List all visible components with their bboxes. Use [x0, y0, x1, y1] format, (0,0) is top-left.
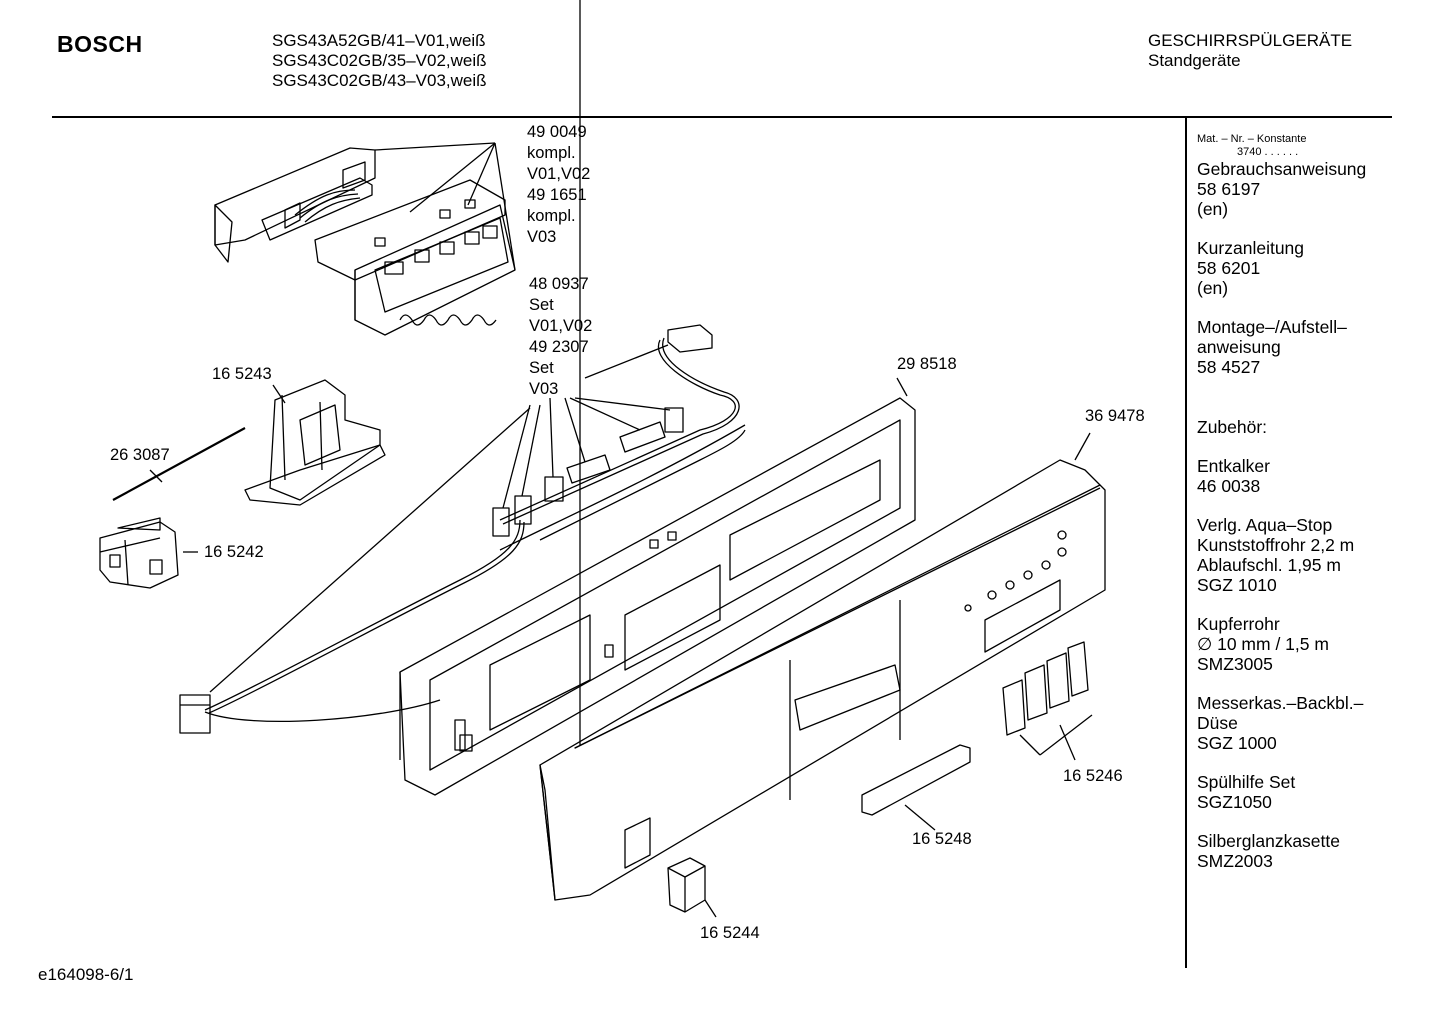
sidebar-line: Düse	[1197, 713, 1238, 733]
category-title: GESCHIRRSPÜLGERÄTE	[1148, 31, 1353, 50]
sidebar-line: SGZ1050	[1197, 792, 1272, 812]
sidebar-block-silvercassette: Silberglanzkasette SMZ2003	[1197, 831, 1427, 871]
part-165242	[99, 517, 179, 589]
model-list: SGS43A52GB/41–V01,weiß SGS43C02GB/35–V02…	[272, 31, 487, 91]
callout-line: kompl.	[527, 207, 576, 225]
sidebar-documentation: Mat. – Nr. – Konstante 3740 . . . . . . …	[1197, 132, 1427, 890]
brand-logo: BOSCH	[57, 31, 143, 57]
drawing-id: e164098-6/1	[38, 965, 134, 984]
callout-line: Set	[529, 296, 554, 314]
sidebar-line: Messerkas.–Backbl.–	[1197, 693, 1364, 713]
sidebar-line: SGZ 1010	[1197, 575, 1277, 595]
callout-line: V01,V02	[527, 165, 591, 183]
category-subtitle: Standgeräte	[1148, 51, 1241, 70]
sidebar-line: 58 6201	[1197, 258, 1261, 278]
callout-line: Set	[529, 359, 554, 377]
sidebar-block-install: Montage–/Aufstell– anweisung 58 4527	[1197, 317, 1427, 377]
cable-harness-part	[179, 324, 746, 734]
sidebar-line: (en)	[1197, 199, 1229, 219]
sidebar-block-rinseaid: Spülhilfe Set SGZ1050	[1197, 772, 1427, 812]
mat-number-header: Mat. – Nr. – Konstante	[1197, 133, 1307, 145]
model-line: SGS43A52GB/41–V01,weiß	[272, 31, 486, 50]
sidebar-line: Silberglanzkasette	[1197, 831, 1340, 851]
sidebar-line: Spülhilfe Set	[1197, 772, 1296, 792]
sidebar-line: 46 0038	[1197, 476, 1261, 496]
part-label-298518: 29 8518	[897, 355, 957, 373]
sidebar-line: 58 4527	[1197, 357, 1261, 377]
sidebar-block-manual: Gebrauchsanweisung 58 6197 (en)	[1197, 159, 1427, 219]
part-298518-frame	[399, 397, 916, 796]
sidebar-block-nozzle: Messerkas.–Backbl.– Düse SGZ 1000	[1197, 693, 1427, 753]
callout-module: 49 0049 kompl. V01,V02 49 1651 kompl. V0…	[527, 122, 590, 248]
sidebar-line: Gebrauchsanweisung	[1197, 159, 1367, 179]
sidebar-block-aquastop: Verlg. Aqua–Stop Kunststoffrohr 2,2 m Ab…	[1197, 515, 1427, 595]
sidebar-line: 58 6197	[1197, 179, 1261, 199]
part-label-263087: 26 3087	[110, 446, 170, 464]
part-label-165246: 16 5246	[1063, 767, 1123, 785]
callout-line: kompl.	[527, 144, 576, 162]
part-label-165242: 16 5242	[204, 543, 264, 561]
sidebar-line: SGZ 1000	[1197, 733, 1277, 753]
sidebar-line: Kunststoffrohr 2,2 m	[1197, 535, 1355, 555]
part-label-165244: 16 5244	[700, 924, 760, 942]
part-369478-facia	[539, 0, 1106, 901]
callout-line: V03	[527, 228, 557, 246]
callout-line: 49 1651	[527, 186, 587, 204]
category-block: GESCHIRRSPÜLGERÄTE Standgeräte	[1148, 31, 1352, 71]
electronic-module-part	[214, 147, 516, 336]
sidebar-block-copperpipe: Kupferrohr ∅ 10 mm / 1,5 m SMZ3005	[1197, 614, 1427, 674]
sidebar-line: Kupferrohr	[1197, 614, 1280, 634]
part-label-165243: 16 5243	[212, 365, 272, 383]
sidebar-line: SMZ3005	[1197, 654, 1273, 674]
sidebar-line: Kurzanleitung	[1197, 238, 1305, 258]
sidebar-line: Zubehör:	[1197, 417, 1268, 437]
sidebar-line: SMZ2003	[1197, 851, 1273, 871]
callout-line: V01,V02	[529, 317, 593, 335]
mat-number-constant: 3740 . . . . . .	[1237, 146, 1299, 158]
sidebar-block-accessories: Zubehör:	[1197, 417, 1427, 437]
sidebar-line: Montage–/Aufstell–	[1197, 317, 1347, 337]
model-line: SGS43C02GB/35–V02,weiß	[272, 51, 487, 70]
part-165243	[244, 379, 386, 506]
callout-line: V03	[529, 380, 559, 398]
sidebar-line: Entkalker	[1197, 456, 1270, 476]
callout-cable-set: 48 0937 Set V01,V02 49 2307 Set V03	[529, 274, 592, 400]
sidebar-line: anweisung	[1197, 337, 1281, 357]
part-165246-buttons	[1002, 641, 1089, 736]
model-line: SGS43C02GB/43–V03,weiß	[272, 71, 487, 90]
sidebar-line: ∅ 10 mm / 1,5 m	[1197, 634, 1329, 654]
sidebar-block-descaler: Entkalker 46 0038	[1197, 456, 1427, 496]
callout-line: 48 0937	[529, 275, 589, 293]
sidebar-block-quickguide: Kurzanleitung 58 6201 (en)	[1197, 238, 1427, 298]
callout-line: 49 2307	[529, 338, 589, 356]
part-label-165248: 16 5248	[912, 830, 972, 848]
sidebar-line: Verlg. Aqua–Stop	[1197, 515, 1333, 535]
sidebar-line: (en)	[1197, 278, 1229, 298]
part-165244	[667, 857, 706, 913]
sidebar-line: Ablaufschl. 1,95 m	[1197, 555, 1341, 575]
part-263087-rod	[112, 427, 246, 501]
part-165248	[861, 744, 971, 816]
part-label-369478: 36 9478	[1085, 407, 1145, 425]
callout-line: 49 0049	[527, 123, 587, 141]
